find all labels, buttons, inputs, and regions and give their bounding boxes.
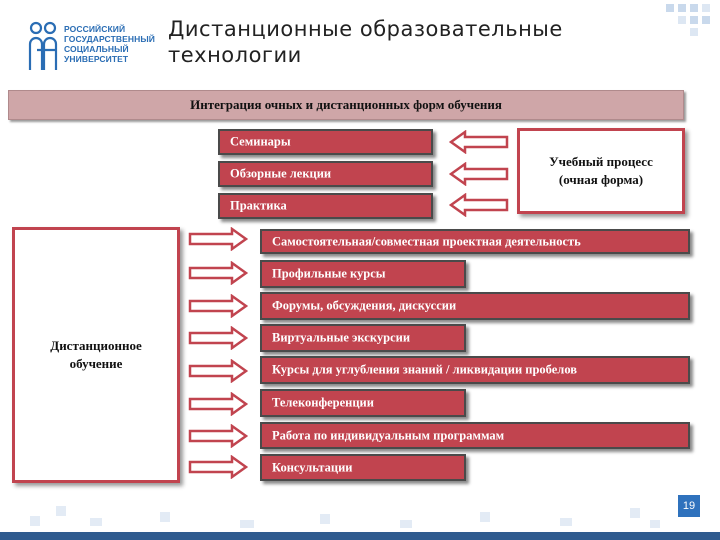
arrow-right-icon xyxy=(188,294,248,318)
arrow-right-icon xyxy=(188,359,248,383)
classroom-process-label: Учебный процесс (очная форма) xyxy=(549,154,653,187)
footer-pattern-icon xyxy=(30,506,660,528)
corner-decoration-icon xyxy=(666,4,710,36)
banner-label: Интеграция очных и дистанционных форм об… xyxy=(190,97,502,112)
box-label: Форумы, обсуждения, дискуссии xyxy=(272,298,457,313)
classroom-form-box: Обзорные лекции xyxy=(218,161,433,187)
distance-form-box: Самостоятельная/совместная проектная дея… xyxy=(260,229,690,254)
arrow-left-icon xyxy=(449,130,509,154)
distance-form-box: Профильные курсы xyxy=(260,260,466,288)
arrow-left-icon xyxy=(449,162,509,186)
box-label: Виртуальные экскурсии xyxy=(272,330,411,345)
arrow-right-icon xyxy=(188,424,248,448)
classroom-form-box: Семинары xyxy=(218,129,433,155)
arrow-right-icon xyxy=(188,261,248,285)
logo-line: РОССИЙСКИЙ xyxy=(64,24,126,34)
integration-banner: Интеграция очных и дистанционных форм об… xyxy=(8,90,684,120)
distance-form-box: Курсы для углубления знаний / ликвидации… xyxy=(260,356,690,384)
box-label: Семинары xyxy=(230,134,291,149)
arrow-right-icon xyxy=(188,326,248,350)
box-label: Курсы для углубления знаний / ликвидации… xyxy=(272,362,578,377)
footer-bar xyxy=(0,532,720,540)
logo-text: РОССИЙСКИЙ ГОСУДАРСТВЕННЫЙ СОЦИАЛЬНЫЙ УН… xyxy=(64,24,155,64)
box-label: Практика xyxy=(230,198,287,213)
box-label: Профильные курсы xyxy=(272,266,386,281)
classroom-form-box: Практика xyxy=(218,193,433,219)
logo-line: СОЦИАЛЬНЫЙ xyxy=(64,44,129,54)
arrow-left-icon xyxy=(449,193,509,217)
distance-learning-label: Дистанционное обучение xyxy=(50,338,142,371)
slide-title: Дистанционные образовательные технологии xyxy=(168,17,563,67)
distance-form-box: Форумы, обсуждения, дискуссии xyxy=(260,292,690,320)
distance-form-box: Консультации xyxy=(260,454,466,481)
box-label: Самостоятельная/совместная проектная дея… xyxy=(272,234,581,248)
distance-form-box: Виртуальные экскурсии xyxy=(260,324,466,352)
logo-line: ГОСУДАРСТВЕННЫЙ xyxy=(64,34,155,44)
arrow-right-icon xyxy=(188,227,248,251)
box-label: Консультации xyxy=(272,460,353,474)
distance-learning-box: Дистанционное обучение xyxy=(12,227,180,483)
logo-line: УНИВЕРСИТЕТ xyxy=(64,54,129,64)
university-logo: РОССИЙСКИЙ ГОСУДАРСТВЕННЫЙ СОЦИАЛЬНЫЙ УН… xyxy=(28,20,168,72)
distance-form-box: Телеконференции xyxy=(260,389,466,417)
arrow-right-icon xyxy=(188,455,248,479)
arrow-right-icon xyxy=(188,392,248,416)
box-label: Телеконференции xyxy=(272,395,374,410)
box-label: Обзорные лекции xyxy=(230,166,332,181)
box-label: Работа по индивидуальным программам xyxy=(272,428,505,442)
classroom-process-box: Учебный процесс (очная форма) xyxy=(517,128,685,214)
page-number: 19 xyxy=(678,495,700,517)
logo-figures-icon xyxy=(28,21,58,70)
distance-form-box: Работа по индивидуальным программам xyxy=(260,422,690,449)
